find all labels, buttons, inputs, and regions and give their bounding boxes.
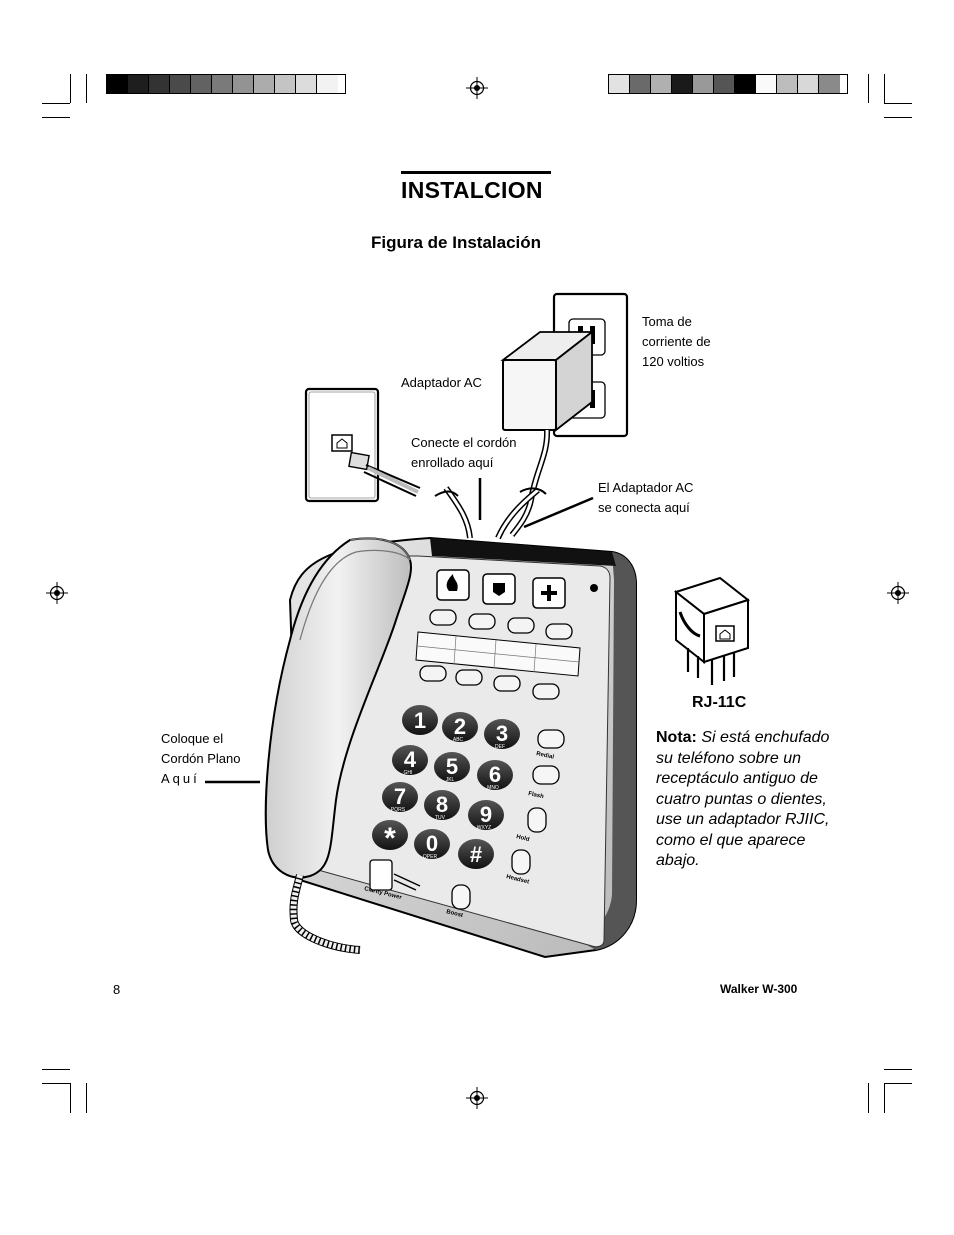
svg-text:#: #	[470, 842, 482, 867]
key-hash: #	[458, 839, 494, 869]
svg-text:*: *	[384, 822, 396, 855]
registration-mark-right-icon	[887, 582, 909, 604]
svg-text:1: 1	[414, 708, 426, 733]
svg-text:7: 7	[394, 784, 406, 809]
svg-text:JKL: JKL	[446, 777, 455, 783]
svg-text:GHI: GHI	[404, 770, 413, 776]
ac-adapter	[500, 330, 595, 537]
label-flat-cord-line: Cordón Plano	[161, 751, 241, 766]
label-outlet-line: corriente de	[642, 334, 711, 349]
label-ac-connection-line: El Adaptador AC	[598, 480, 694, 495]
registration-mark-bottom-icon	[466, 1087, 488, 1109]
label-outlet-line: 120 voltios	[642, 354, 705, 369]
svg-text:9: 9	[480, 802, 492, 827]
pointer-ac-jack	[523, 496, 594, 529]
key-1: 1	[402, 705, 438, 735]
svg-text:Redial: Redial	[536, 751, 555, 761]
note-lead: Nota:	[656, 729, 697, 746]
color-bar-right	[608, 74, 848, 94]
svg-text:Headset: Headset	[506, 874, 530, 885]
svg-text:0: 0	[426, 831, 438, 856]
color-bar-left	[106, 74, 346, 94]
svg-text:Hold: Hold	[516, 834, 531, 843]
svg-text:MNO: MNO	[487, 785, 499, 791]
registration-mark-left-icon	[46, 582, 68, 604]
key-star: *	[372, 820, 408, 855]
svg-text:6: 6	[489, 762, 501, 787]
note-paragraph: Nota: Si está enchufado su teléfono sobr…	[656, 728, 831, 872]
note-text: Si está enchufado su teléfono sobre un r…	[656, 729, 830, 869]
title-rule	[401, 171, 551, 174]
page-title: INSTALCION	[401, 177, 543, 203]
label-ac-connection: El Adaptador AC se conecta aquí	[598, 478, 693, 518]
svg-text:TUV: TUV	[435, 815, 446, 821]
wall-jack	[304, 387, 421, 503]
label-outlet: Toma de corriente de 120 voltios	[642, 312, 711, 372]
label-ac-adapter: Adaptador AC	[401, 375, 482, 390]
svg-text:OPER: OPER	[423, 854, 438, 860]
svg-text:WXYZ: WXYZ	[477, 825, 491, 831]
figure-title: Figura de Instalación	[371, 233, 542, 252]
label-coiled-cord-line: enrollado aquí	[411, 455, 494, 470]
svg-text:Boost: Boost	[446, 909, 464, 919]
svg-text:4: 4	[404, 747, 417, 772]
svg-text:Flash: Flash	[528, 791, 545, 800]
registration-mark-top-icon	[466, 77, 488, 99]
svg-text:3: 3	[496, 721, 508, 746]
svg-text:2: 2	[454, 714, 466, 739]
model-name: Walker W-300	[720, 982, 798, 996]
label-flat-cord-line: Coloque el	[161, 731, 224, 746]
svg-text:5: 5	[446, 754, 458, 779]
label-coiled-cord-line: Conecte el cordón	[411, 435, 517, 450]
rj11c-adapter	[673, 576, 751, 685]
svg-text:8: 8	[436, 792, 448, 817]
label-coiled-cord: Conecte el cordón enrollado aquí	[411, 433, 517, 473]
svg-text:ABC: ABC	[453, 737, 464, 743]
label-outlet-line: Toma de	[642, 314, 692, 329]
rj11c-label: RJ-11C	[692, 694, 747, 711]
page-number: 8	[113, 982, 121, 997]
svg-text:DEF: DEF	[495, 744, 505, 750]
label-flat-cord-line: Aquí	[161, 771, 200, 786]
svg-text:PQRS: PQRS	[391, 807, 406, 813]
label-flat-cord: Coloque el Cordón Plano Aquí	[161, 729, 241, 789]
label-ac-connection-line: se conecta aquí	[598, 500, 690, 515]
